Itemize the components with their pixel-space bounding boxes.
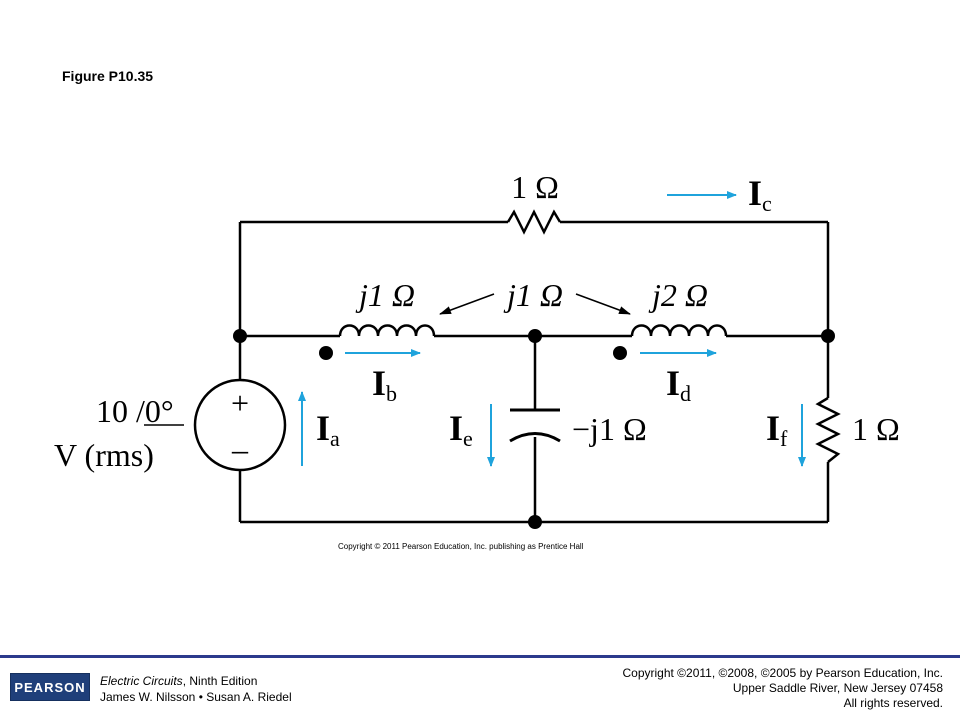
label-ic: Ic (748, 173, 772, 216)
copyright-line-3: All rights reserved. (843, 696, 943, 710)
capacitor (509, 408, 561, 443)
source-angle: /0° (136, 393, 174, 429)
mutual-arrows (439, 293, 631, 315)
book-title: Electric Circuits (100, 674, 183, 688)
top-resistor-label: 1 Ω (511, 169, 559, 205)
copyright-line-1: Copyright ©2011, ©2008, ©2005 by Pearson… (622, 666, 943, 680)
footer-divider (0, 655, 960, 658)
label-ib: Ib (372, 363, 397, 406)
nodes (233, 329, 835, 529)
circuit-diagram: + – 1 Ω j1 Ω j1 Ω j2 Ω −j1 Ω 1 Ω 10 /0° … (54, 169, 900, 529)
node-bottom (528, 515, 542, 529)
figure-title: Figure P10.35 (62, 68, 154, 84)
node-left (233, 329, 247, 343)
dot-marker-right (613, 346, 627, 360)
current-labels: Ic Ib Id Ia Ie If (316, 173, 788, 451)
source-unit: V (rms) (54, 437, 154, 473)
source-plus: + (231, 385, 249, 421)
book-title-line: Electric Circuits, Ninth Edition (100, 673, 292, 689)
right-resistor-label: 1 Ω (852, 411, 900, 447)
current-arrows (298, 191, 806, 467)
inductor-right-label: j2 Ω (648, 277, 708, 313)
node-middle (528, 329, 542, 343)
node-right (821, 329, 835, 343)
label-ia: Ia (316, 408, 340, 451)
source-value: 10 (96, 393, 128, 429)
label-if: If (766, 408, 788, 451)
right-resistor (815, 396, 841, 463)
inductor-right (630, 324, 728, 337)
voltage-source: + – (193, 378, 287, 472)
book-info: Electric Circuits, Ninth Edition James W… (100, 673, 292, 705)
circuit-wires (238, 220, 830, 524)
source-minus: – (231, 431, 249, 467)
label-ie: Ie (449, 408, 473, 451)
book-authors: James W. Nilsson • Susan A. Riedel (100, 690, 292, 704)
inductor-left-label: j1 Ω (355, 277, 415, 313)
dot-marker-left (319, 346, 333, 360)
mutual-label: j1 Ω (503, 277, 563, 313)
inductor-left (338, 324, 436, 337)
pearson-logo: PEARSON (10, 673, 90, 701)
component-labels: 1 Ω j1 Ω j1 Ω j2 Ω −j1 Ω 1 Ω 10 /0° V (r… (54, 169, 900, 473)
capacitor-label: −j1 Ω (572, 411, 647, 447)
label-id: Id (666, 363, 691, 406)
image-copyright: Copyright © 2011 Pearson Education, Inc.… (338, 542, 584, 551)
top-resistor (506, 209, 562, 235)
book-edition: , Ninth Edition (182, 674, 258, 688)
copyright-line-2: Upper Saddle River, New Jersey 07458 (732, 681, 943, 695)
footer-copyright: Copyright ©2011, ©2008, ©2005 by Pearson… (622, 666, 943, 711)
